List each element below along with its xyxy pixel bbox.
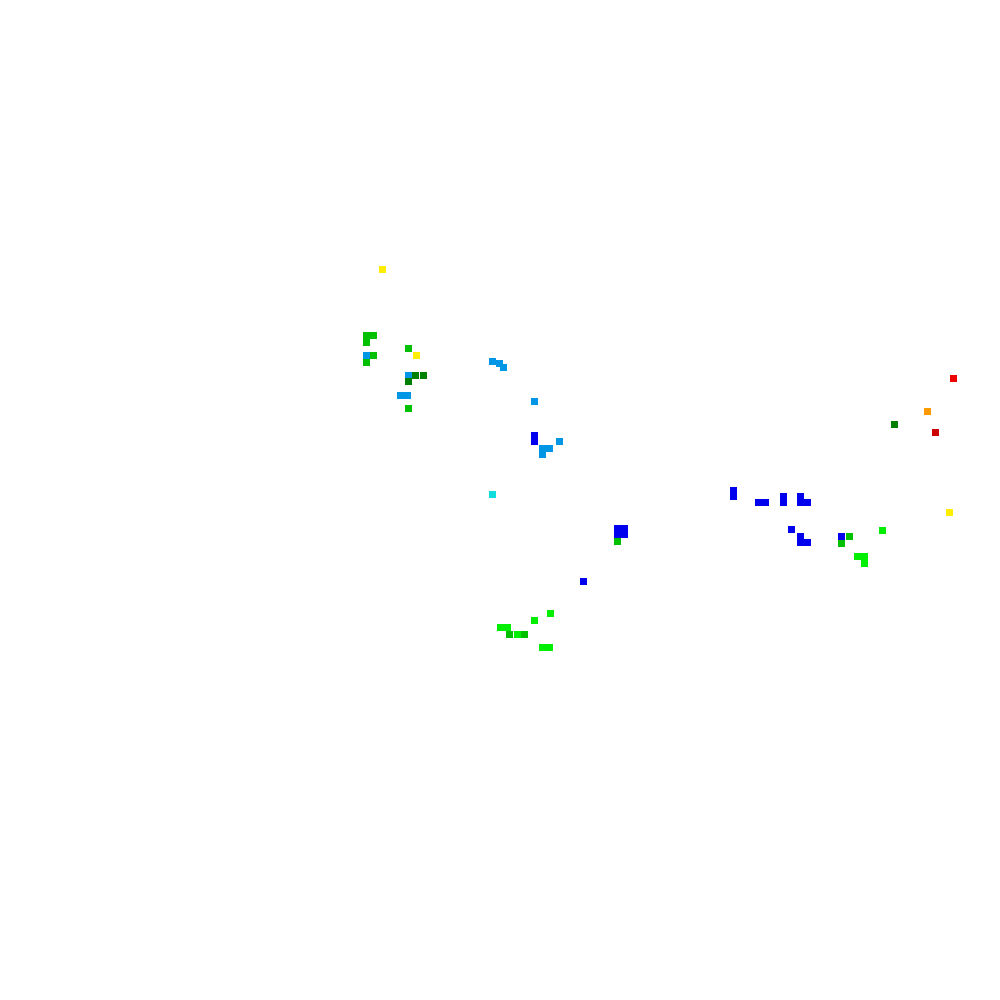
map-pixel-blue bbox=[797, 539, 804, 546]
map-pixel-green bbox=[363, 332, 370, 339]
map-pixel-blue bbox=[780, 493, 787, 500]
map-pixel-sky-blue bbox=[500, 364, 507, 371]
map-pixel-blue bbox=[531, 438, 538, 445]
map-pixel-sky-blue bbox=[489, 358, 496, 365]
map-pixel-yellow bbox=[379, 266, 386, 273]
map-pixel-blue bbox=[580, 578, 587, 585]
map-pixel-bright-green bbox=[514, 631, 521, 638]
map-pixel-green bbox=[363, 359, 370, 366]
map-pixel-sky-blue bbox=[546, 445, 553, 452]
map-pixel-sky-blue bbox=[556, 438, 563, 445]
map-pixel-sky-blue bbox=[496, 360, 503, 367]
map-pixel-bright-green bbox=[546, 644, 553, 651]
map-pixel-green bbox=[838, 540, 845, 547]
map-pixel-bright-green bbox=[531, 617, 538, 624]
map-pixel-green bbox=[370, 352, 377, 359]
map-pixel-yellow bbox=[946, 509, 953, 516]
map-pixel-green bbox=[370, 332, 377, 339]
map-pixel-blue bbox=[730, 493, 737, 500]
map-pixel-green bbox=[405, 345, 412, 352]
map-pixel-blue bbox=[838, 533, 845, 540]
map-pixel-green bbox=[846, 533, 853, 540]
map-pixel-bright-green bbox=[547, 610, 554, 617]
map-pixel-blue bbox=[621, 525, 628, 532]
map-pixel-blue bbox=[780, 499, 787, 506]
map-pixel-sky-blue bbox=[363, 352, 370, 359]
map-pixel-blue bbox=[614, 531, 621, 538]
map-pixel-blue bbox=[531, 432, 538, 439]
map-pixel-sky-blue bbox=[539, 445, 546, 452]
map-pixel-blue bbox=[762, 499, 769, 506]
map-pixel-bright-green bbox=[854, 553, 861, 560]
map-pixel-bright-green bbox=[861, 553, 868, 560]
map-pixel-sky-blue bbox=[404, 392, 411, 399]
map-pixel-sky-blue bbox=[539, 451, 546, 458]
map-pixel-green bbox=[614, 538, 621, 545]
map-pixel-blue bbox=[797, 533, 804, 540]
map-pixel-blue bbox=[804, 499, 811, 506]
map-pixel-blue bbox=[797, 493, 804, 500]
map-pixel-bright-green bbox=[861, 560, 868, 567]
map-pixel-blue bbox=[797, 499, 804, 506]
map-pixel-orange bbox=[924, 408, 931, 415]
map-pixel-green bbox=[363, 339, 370, 346]
map-pixel-dark-red bbox=[932, 429, 939, 436]
map-pixel-bright-green bbox=[879, 527, 886, 534]
map-pixel-sky-blue bbox=[397, 392, 404, 399]
map-pixel-cyan bbox=[489, 491, 496, 498]
map-pixel-dark-green bbox=[420, 372, 427, 379]
map-pixel-blue bbox=[730, 487, 737, 494]
map-pixel-green bbox=[521, 631, 528, 638]
map-pixel-blue bbox=[755, 499, 762, 506]
map-pixel-bright-green bbox=[497, 624, 504, 631]
map-pixel-bright-green bbox=[539, 644, 546, 651]
map-pixel-green bbox=[405, 405, 412, 412]
map-pixel-dark-green bbox=[405, 378, 412, 385]
map-pixel-sky-blue bbox=[405, 372, 412, 379]
map-pixel-dark-green bbox=[891, 421, 898, 428]
map-pixel-yellow bbox=[413, 352, 420, 359]
map-pixel-bright-green bbox=[504, 624, 511, 631]
map-pixel-green bbox=[506, 631, 513, 638]
map-pixel-blue bbox=[804, 539, 811, 546]
map-pixel-blue bbox=[621, 531, 628, 538]
map-pixel-blue bbox=[614, 525, 621, 532]
map-pixel-red bbox=[950, 375, 957, 382]
map-pixel-dark-green bbox=[412, 372, 419, 379]
map-pixel-blue bbox=[788, 526, 795, 533]
map-pixel-sky-blue bbox=[531, 398, 538, 405]
